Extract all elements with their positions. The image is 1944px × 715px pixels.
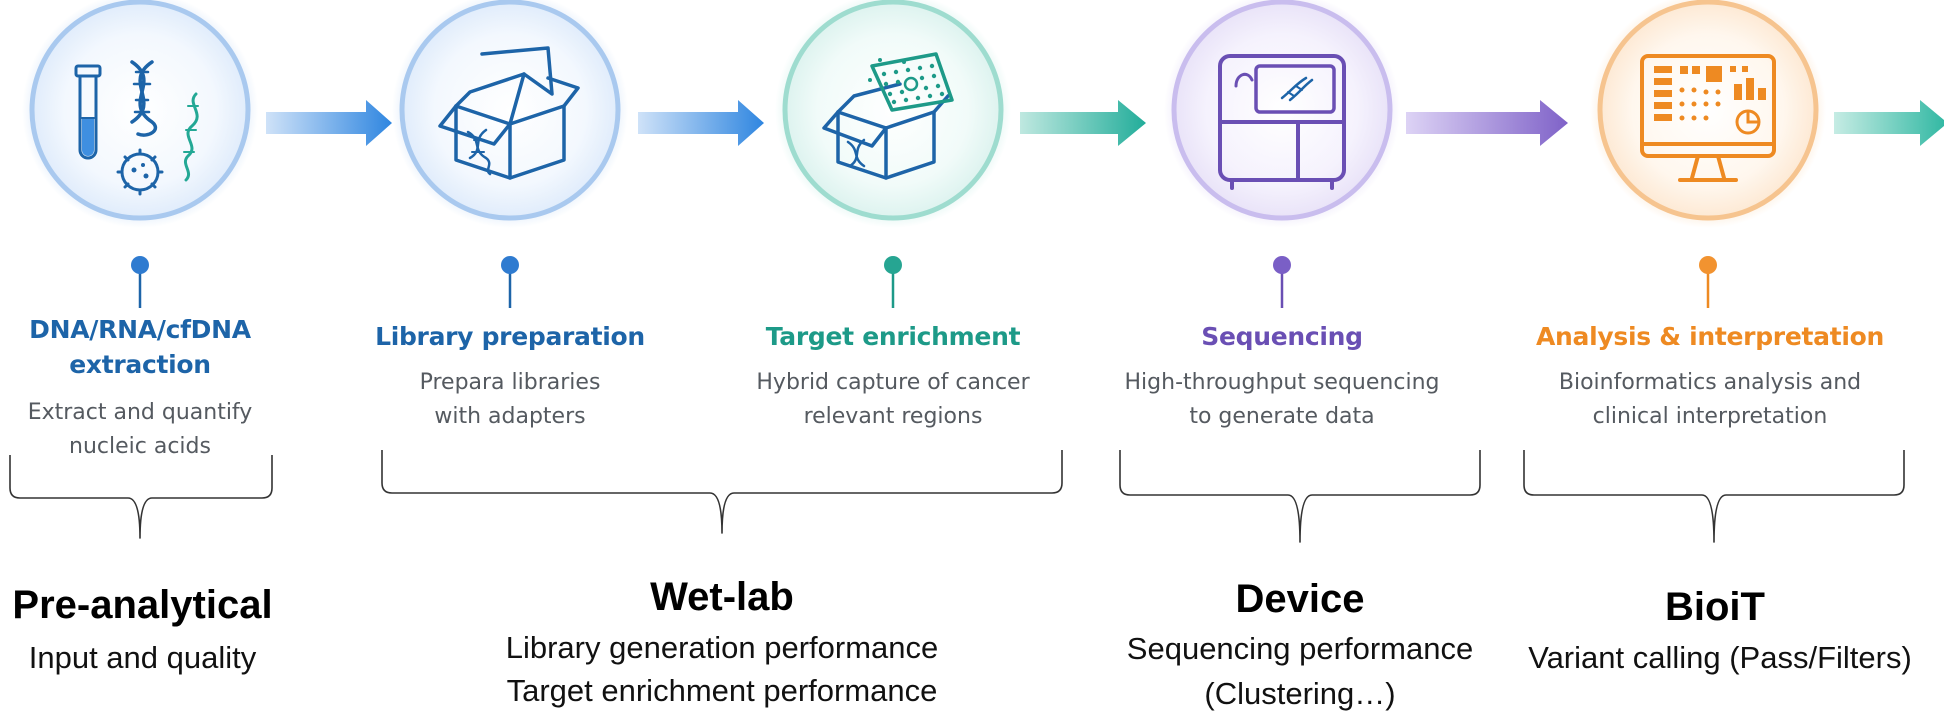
brace-wet-lab bbox=[381, 450, 1063, 534]
step-title-analysis: Analysis & interpretation bbox=[1520, 319, 1900, 354]
step-enrichment-icon-circle bbox=[775, 0, 1011, 308]
step-title-line: Target enrichment bbox=[765, 322, 1021, 351]
computer-monitor-icon bbox=[1640, 54, 1776, 182]
step-desc-line: High-throughput sequencing bbox=[1124, 370, 1440, 395]
library-box-icon bbox=[438, 46, 580, 180]
step-title-enrichment: Target enrichment bbox=[718, 319, 1068, 354]
dashboard-grid-icon bbox=[1654, 66, 1766, 121]
extraction-icon bbox=[74, 60, 199, 196]
phase-line-wet-lab-1: Library generation performance bbox=[505, 630, 939, 665]
flow-arrow-3 bbox=[1020, 100, 1146, 146]
step-title-line: Analysis & interpretation bbox=[1535, 322, 1885, 351]
capture-lid-icon bbox=[868, 52, 954, 112]
step-sequencing-icon-circle bbox=[1164, 0, 1400, 308]
step-desc-sequencing: High-throughput sequencing to generate d… bbox=[1112, 366, 1452, 434]
step-title-line: extraction bbox=[69, 350, 211, 379]
flow-arrow-4 bbox=[1406, 100, 1568, 146]
step-desc-line: relevant regions bbox=[803, 404, 983, 429]
step-desc-line: with adapters bbox=[434, 404, 586, 429]
phase-braces bbox=[9, 450, 1905, 543]
step-analysis-icon-circle bbox=[1590, 0, 1826, 308]
phase-line-pre-analytical: Input and quality bbox=[28, 640, 257, 675]
step-title-line: DNA/RNA/cfDNA bbox=[29, 315, 251, 344]
step-desc-line: Bioinformatics analysis and bbox=[1558, 370, 1862, 395]
step-library-icon-circle bbox=[392, 0, 628, 308]
phase-line-wet-lab-2: Target enrichment performance bbox=[506, 673, 938, 708]
step-extraction-icon-circle bbox=[22, 0, 258, 308]
step-desc-line: to generate data bbox=[1189, 404, 1375, 429]
sequencer-icon bbox=[1218, 54, 1346, 190]
phase-line-device-1: Sequencing performance bbox=[1126, 631, 1474, 666]
step-title-extraction: DNA/RNA/cfDNA extraction bbox=[0, 312, 280, 382]
step-desc-analysis: Bioinformatics analysis and clinical int… bbox=[1520, 366, 1900, 434]
flow-arrow-2 bbox=[638, 100, 764, 146]
step-title-library: Library preparation bbox=[340, 319, 680, 354]
brace-device bbox=[1119, 450, 1481, 543]
phase-line-device-2: (Clustering…) bbox=[1204, 676, 1396, 711]
flow-arrow-1 bbox=[266, 100, 392, 146]
phase-title-device: Device bbox=[1235, 577, 1365, 621]
step-title-sequencing: Sequencing bbox=[1112, 319, 1452, 354]
step-title-line: Sequencing bbox=[1201, 322, 1363, 351]
enrichment-box-icon bbox=[822, 82, 950, 180]
phase-title-bioit: BioiT bbox=[1665, 585, 1765, 629]
flow-arrow-5 bbox=[1834, 100, 1944, 146]
step-desc-extraction: Extract and quantify nucleic acids bbox=[0, 396, 280, 464]
brace-pre-analytical bbox=[9, 455, 273, 539]
phase-title-pre-analytical: Pre-analytical bbox=[12, 583, 273, 627]
step-desc-line: Hybrid capture of cancer bbox=[756, 370, 1030, 395]
step-desc-line: clinical interpretation bbox=[1592, 404, 1828, 429]
step-desc-line: Extract and quantify bbox=[27, 400, 253, 425]
step-desc-line: nucleic acids bbox=[69, 434, 211, 459]
step-desc-library: Prepara libraries with adapters bbox=[340, 366, 680, 434]
phase-line-bioit: Variant calling (Pass/Filters) bbox=[1528, 640, 1912, 675]
brace-bioit bbox=[1523, 450, 1905, 543]
phase-title-wet-lab: Wet-lab bbox=[650, 575, 794, 619]
step-title-line: Library preparation bbox=[375, 322, 645, 351]
step-desc-line: Prepara libraries bbox=[419, 370, 601, 395]
step-desc-enrichment: Hybrid capture of cancer relevant region… bbox=[718, 366, 1068, 434]
